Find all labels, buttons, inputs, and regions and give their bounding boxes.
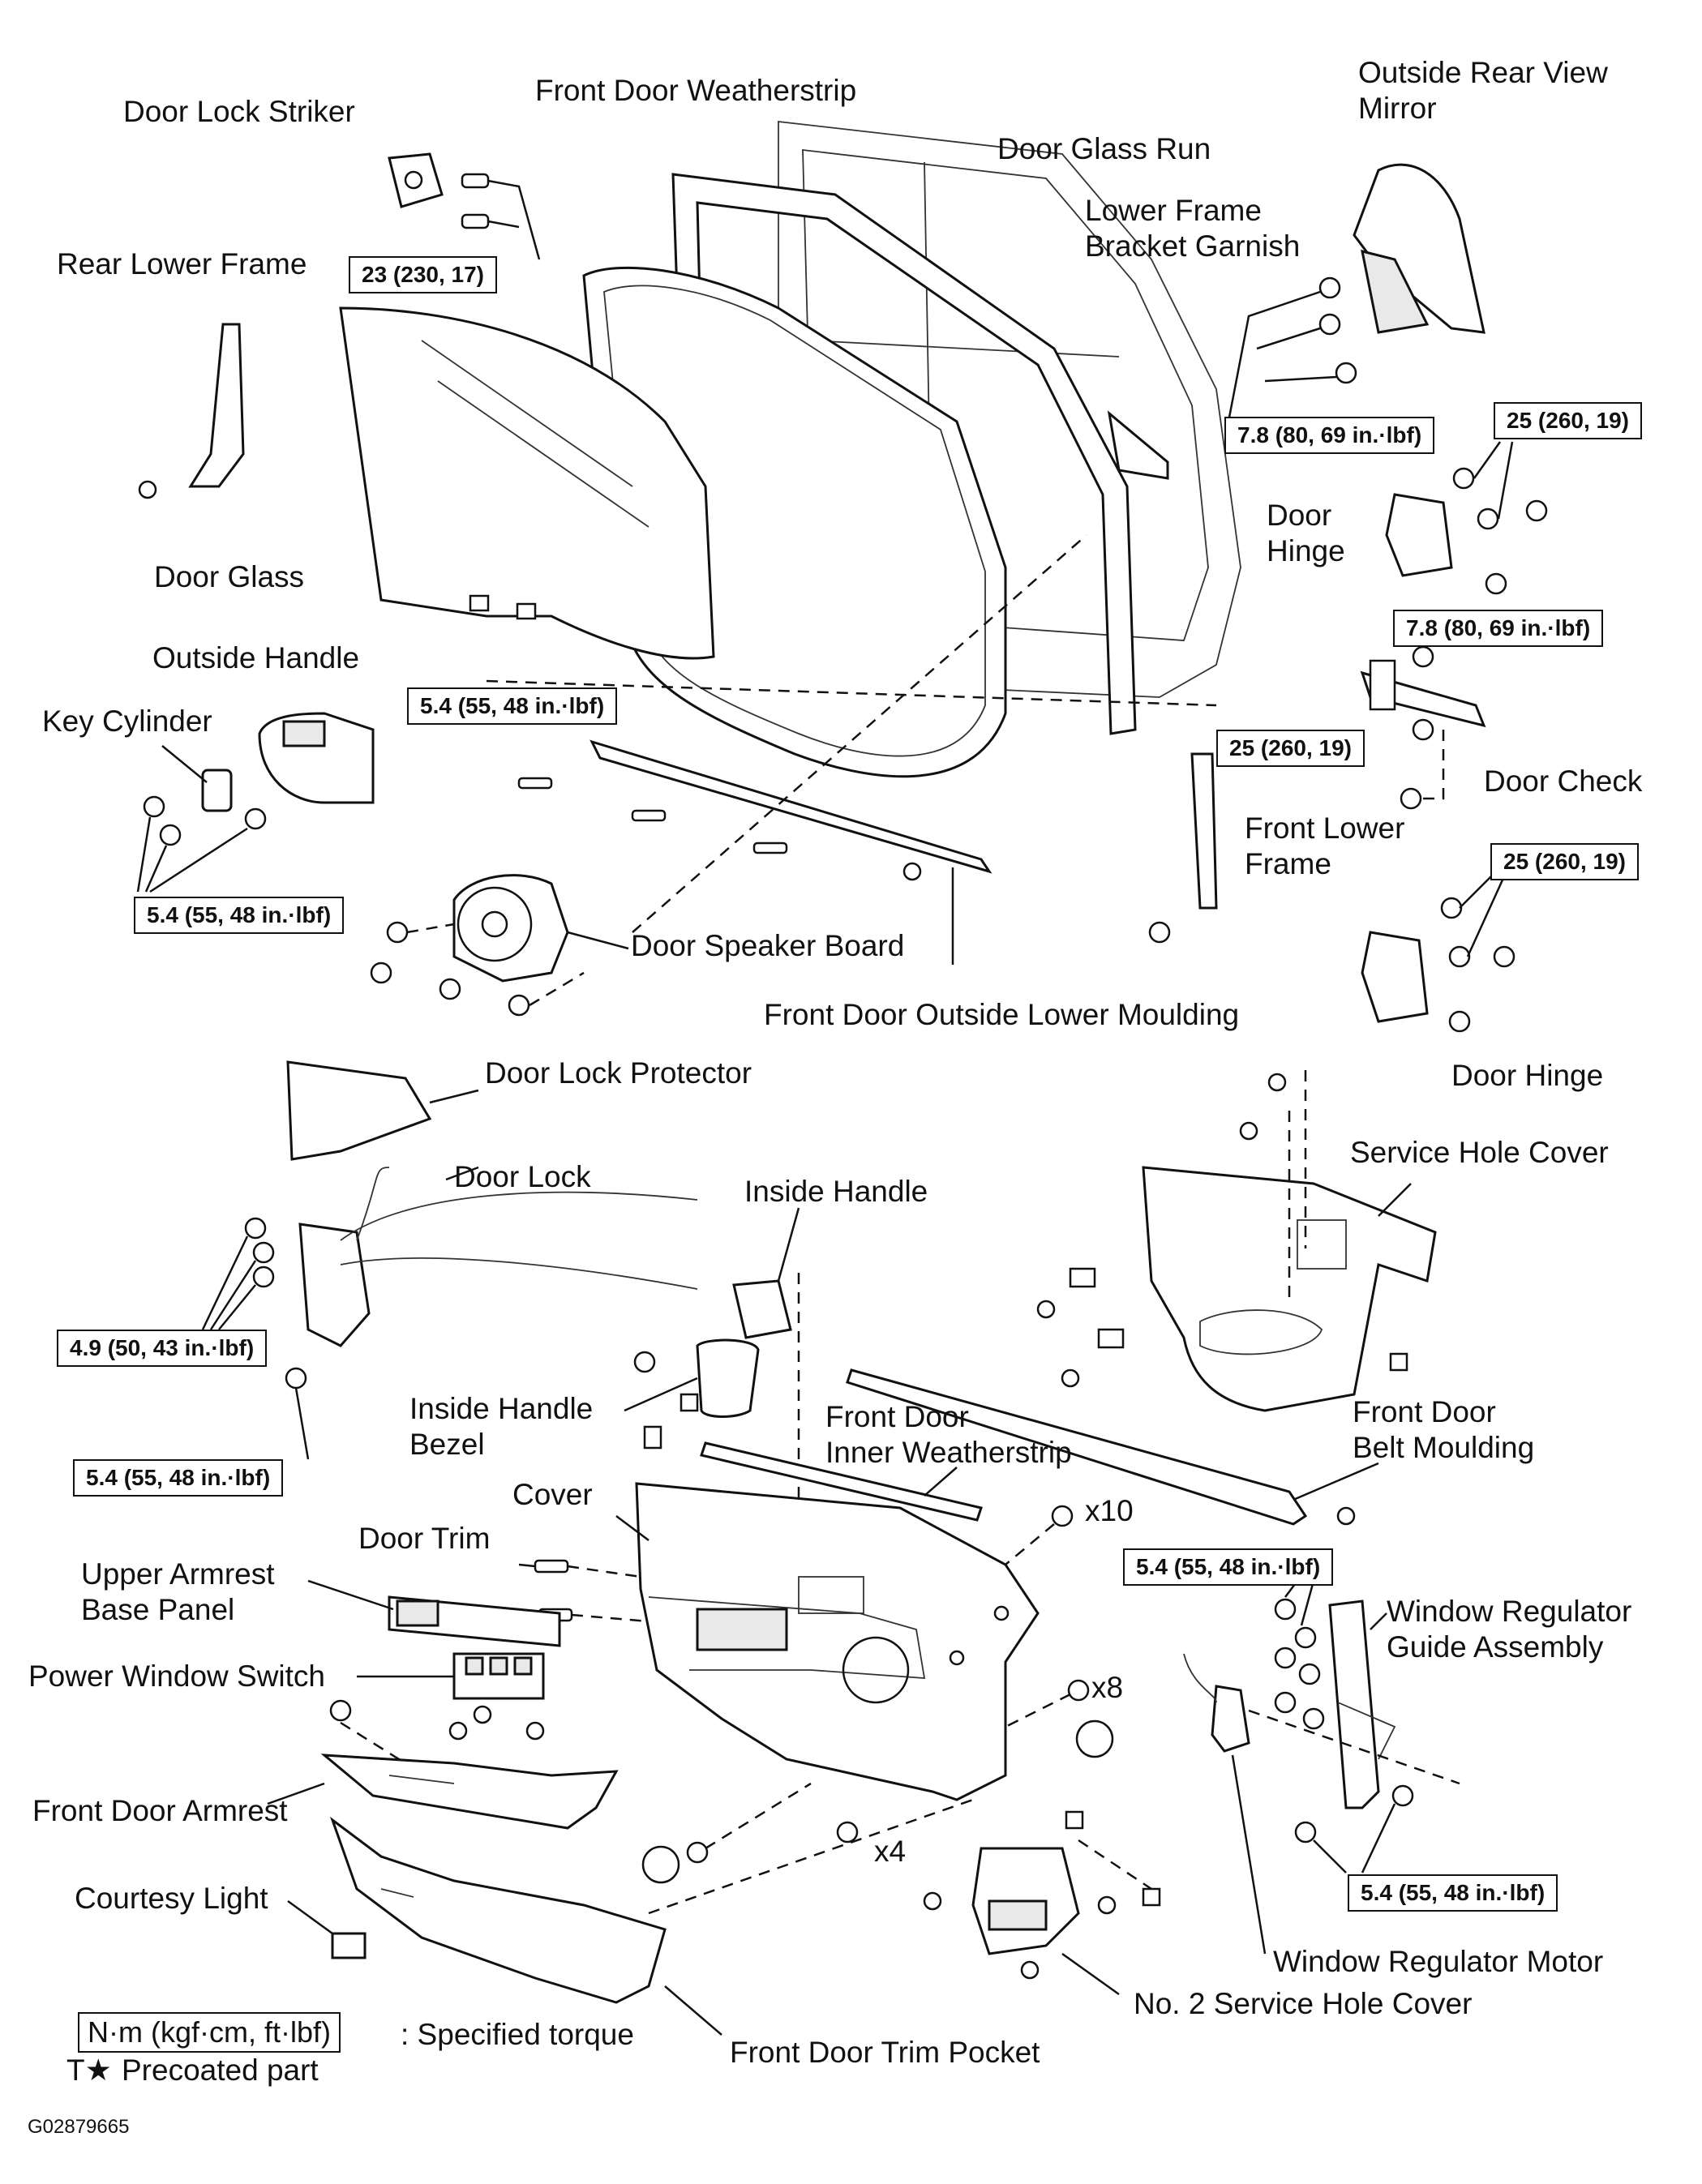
label-front-door-inner-weatherstrip: Front Door Inner Weatherstrip (825, 1400, 1072, 1469)
torque-box-striker: 23 (230, 17) (349, 256, 497, 293)
label-service-hole-cover: Service Hole Cover (1350, 1136, 1609, 1169)
torque-box-mirror: 7.8 (80, 69 in.·lbf) (1224, 417, 1435, 454)
door-trim-panel-shape (518, 1482, 1114, 1884)
mirror-shape (1227, 163, 1485, 422)
label-inside-handle-bezel: Inside Handle Bezel (409, 1392, 594, 1461)
lower-door-hinge-shape (1361, 867, 1516, 1033)
legend-unit-box: N·m (kgf·cm, ft·lbf) (78, 2012, 341, 2053)
label-door-lock-striker: Door Lock Striker (123, 95, 355, 128)
power-window-switch-shape (329, 1652, 545, 1741)
legend-unit-desc: : Specified torque (401, 2018, 634, 2051)
torque-box-regulator-motor: 5.4 (55, 48 in.·lbf) (1348, 1874, 1558, 1912)
label-outside-rear-view-mirror: Outside Rear View Mirror (1358, 56, 1608, 125)
torque-box-door-lock-bottom: 5.4 (55, 48 in.·lbf) (73, 1459, 284, 1497)
door-check-shape (1360, 645, 1486, 810)
label-door-hinge-lower: Door Hinge (1451, 1059, 1604, 1092)
label-upper-armrest-base-panel: Upper Armrest Base Panel (81, 1557, 275, 1626)
torque-box-hinge-upper: 25 (260, 19) (1494, 402, 1642, 439)
label-front-lower-frame: Front Lower Frame (1245, 812, 1405, 880)
lower-frame-bracket-garnish (1107, 410, 1169, 480)
label-courtesy-light: Courtesy Light (75, 1882, 268, 1915)
door-speaker-board-shape (370, 874, 629, 1017)
front-door-armrest-shape (267, 1721, 619, 1830)
label-front-door-armrest: Front Door Armrest (32, 1794, 288, 1827)
label-rear-lower-frame: Rear Lower Frame (57, 247, 307, 280)
label-door-hinge-upper: Door Hinge (1267, 499, 1345, 567)
inner-weatherstrip-shape (700, 1441, 983, 1522)
label-no2-service-hole-cover: No. 2 Service Hole Cover (1134, 1987, 1473, 2020)
upper-armrest-base-panel-shape (307, 1579, 561, 1647)
front-lower-frame-shape (1148, 752, 1218, 944)
label-inside-handle: Inside Handle (744, 1175, 928, 1208)
outside-handle-shape (136, 712, 375, 893)
outside-lower-moulding-shape (517, 739, 992, 965)
door-lock-protector-shape (286, 1060, 479, 1161)
trim-pocket-shape (329, 1798, 974, 2036)
rear-lower-frame (138, 323, 245, 499)
label-front-door-outside-lower-moulding: Front Door Outside Lower Moulding (764, 998, 1240, 1031)
label-x4: x4 (874, 1835, 907, 1868)
torque-box-check: 7.8 (80, 69 in.·lbf) (1393, 610, 1604, 647)
upper-door-hinge-shape (1385, 441, 1548, 595)
label-front-door-belt-moulding: Front Door Belt Moulding (1353, 1395, 1535, 1464)
no2-service-hole-cover-shape (923, 1810, 1161, 1996)
label-door-speaker-board: Door Speaker Board (631, 929, 905, 962)
label-door-lock: Door Lock (454, 1160, 591, 1193)
label-front-door-trim-pocket: Front Door Trim Pocket (730, 2036, 1040, 2069)
key-cylinder-shape (161, 745, 233, 812)
inside-handle-bezel-shape (624, 1338, 760, 1450)
door-lock-shape (201, 1166, 698, 1460)
figure-code: G02879665 (28, 2116, 130, 2138)
label-key-cylinder: Key Cylinder (42, 704, 212, 738)
label-power-window-switch: Power Window Switch (28, 1659, 326, 1693)
window-regulator-guide-shape (1248, 1580, 1460, 1874)
door-lock-striker-shape (388, 152, 541, 260)
label-door-glass-run: Door Glass Run (997, 132, 1211, 165)
label-door-glass: Door Glass (154, 560, 305, 593)
torque-box-door-lock: 4.9 (50, 43 in.·lbf) (57, 1330, 268, 1367)
label-window-regulator-guide-assembly: Window Regulator Guide Assembly (1387, 1595, 1632, 1664)
torque-box-outside-handle: 5.4 (55, 48 in.·lbf) (134, 897, 345, 934)
torque-box-hinge-lower: 25 (260, 19) (1490, 843, 1639, 880)
label-door-lock-protector: Door Lock Protector (485, 1056, 752, 1090)
label-door-trim: Door Trim (358, 1522, 491, 1555)
torque-box-glass: 5.4 (55, 48 in.·lbf) (407, 687, 618, 725)
label-window-regulator-motor: Window Regulator Motor (1273, 1945, 1604, 1978)
label-outside-handle: Outside Handle (152, 641, 360, 674)
service-hole-cover-shape (1036, 1070, 1437, 1412)
belt-moulding-shape (846, 1368, 1379, 1526)
window-regulator-motor-shape (1183, 1653, 1267, 1955)
torque-box-frame: 25 (260, 19) (1216, 730, 1365, 767)
door-glass-shape (339, 306, 715, 660)
courtesy-light-shape (287, 1899, 367, 1959)
label-x8: x8 (1091, 1671, 1124, 1704)
label-lower-frame-bracket-garnish: Lower Frame Bracket Garnish (1085, 194, 1301, 263)
label-x10: x10 (1085, 1494, 1134, 1527)
label-door-check: Door Check (1484, 764, 1643, 798)
legend-precoat-mark: T★ (66, 2053, 112, 2087)
label-front-door-weatherstrip: Front Door Weatherstrip (535, 74, 857, 107)
legend-precoat-desc: Precoated part (122, 2053, 319, 2087)
label-cover: Cover (512, 1478, 593, 1511)
torque-box-regulator-guide: 5.4 (55, 48 in.·lbf) (1123, 1548, 1334, 1586)
